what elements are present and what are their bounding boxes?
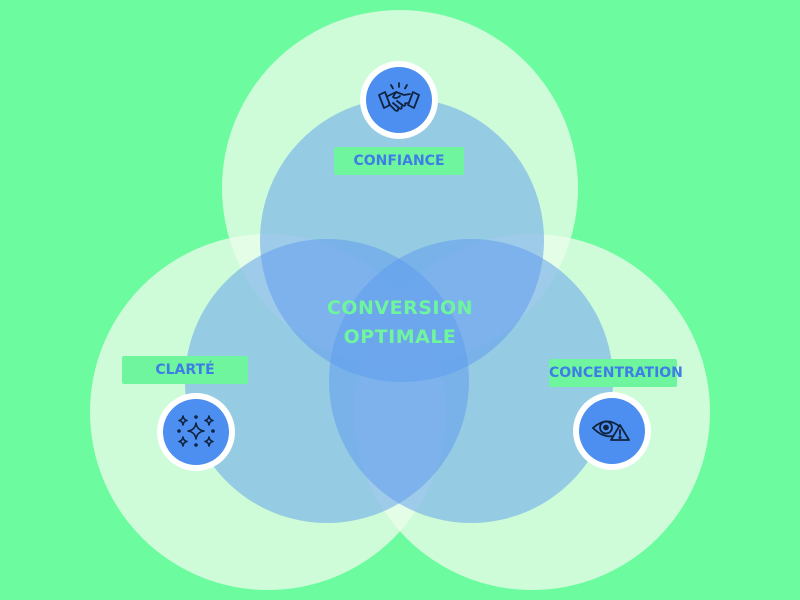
center-label-line-1: CONVERSION — [326, 297, 474, 319]
inner-circle-concentration — [329, 239, 613, 523]
label-confiance: CONFIANCE — [334, 147, 464, 175]
center-label: CONVERSION OPTIMALE — [300, 294, 500, 352]
center-label-line-2: OPTIMALE — [343, 326, 457, 348]
handshake-icon — [378, 82, 420, 112]
badge-concentration — [573, 392, 651, 470]
label-clarte: CLARTÉ — [122, 356, 248, 384]
badge-confiance — [360, 61, 438, 139]
badge-clarte — [157, 393, 235, 471]
label-concentration: CONCENTRATION — [549, 359, 683, 387]
eye-warning-icon — [592, 420, 630, 441]
sparkles-icon — [177, 415, 215, 447]
